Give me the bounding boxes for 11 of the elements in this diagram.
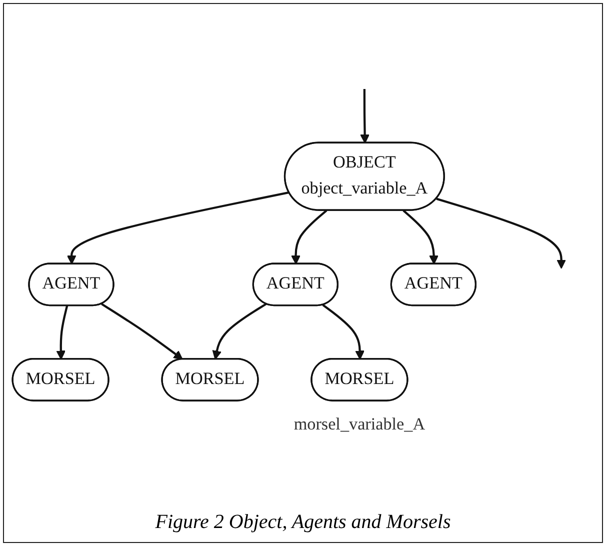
node-label: morsel_variable_A — [294, 416, 426, 434]
figure-caption: Figure 2 Object, Agents and Morsels — [155, 511, 451, 534]
arrow — [322, 304, 365, 360]
arrow — [360, 89, 370, 144]
arrow — [291, 210, 328, 264]
arrow — [66, 191, 290, 264]
arrow — [436, 198, 566, 269]
arrow — [212, 303, 267, 360]
arrow — [402, 210, 439, 264]
arrow — [56, 306, 68, 360]
arrow — [101, 303, 183, 360]
